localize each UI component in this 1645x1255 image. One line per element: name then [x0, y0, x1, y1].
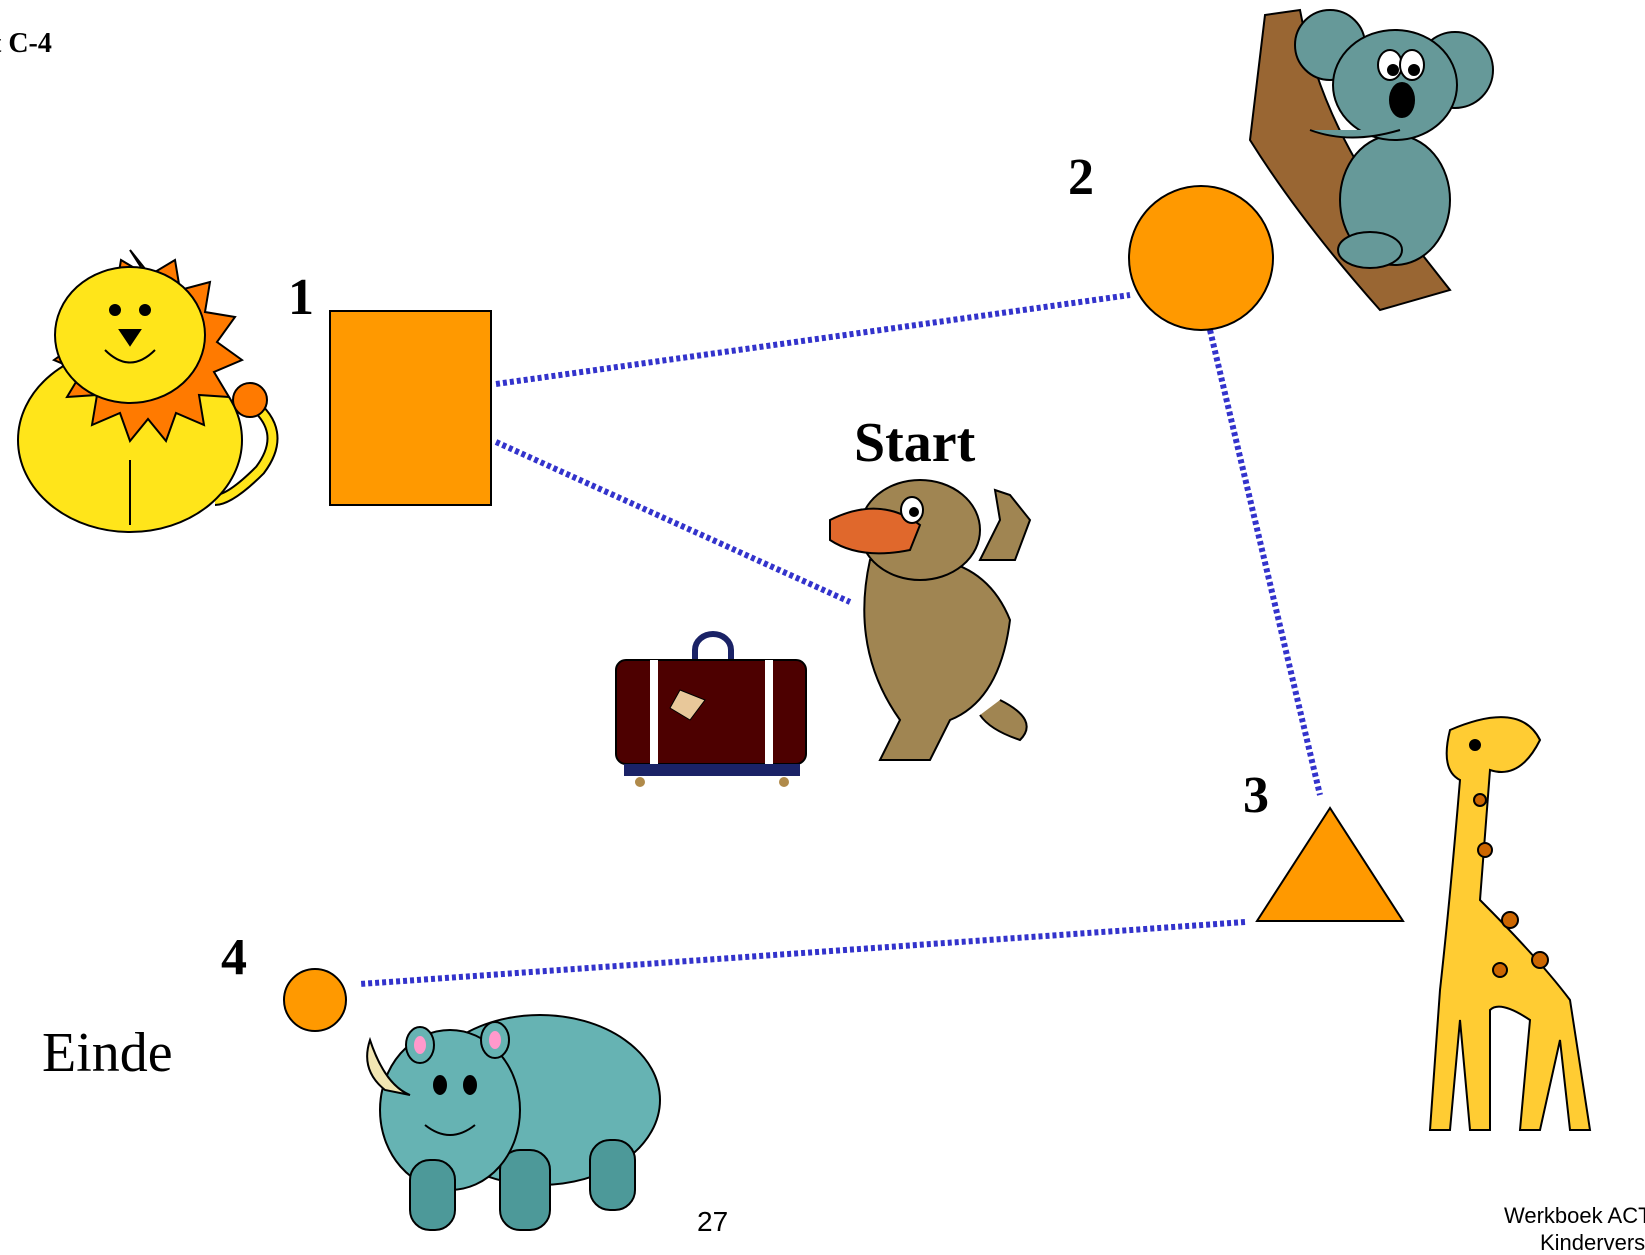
node-1-number: 1 [288, 269, 314, 326]
node-4-number: 4 [221, 929, 247, 986]
koala-illustration [1248, 8, 1494, 312]
rhinoceros-illustration [366, 1014, 661, 1231]
node-1-square [329, 310, 492, 506]
path-segment-1-to-2 [495, 292, 1131, 387]
connection-path [359, 292, 1323, 987]
node-2-number: 2 [1068, 149, 1094, 206]
end-label: Einde [42, 1022, 173, 1084]
sheet-label: t C-4 [0, 28, 52, 59]
path-segment-2-to-3 [1207, 329, 1323, 796]
path-segment-start-to-1 [494, 439, 852, 605]
node-4-small-circle [283, 968, 347, 1032]
workbook-version: Kinderversie [1540, 1230, 1645, 1255]
node-2-circle [1128, 185, 1274, 331]
path-segment-3-to-4 [359, 919, 1246, 987]
lion-illustration [17, 249, 279, 533]
giraffe-illustration [1428, 716, 1592, 1131]
workbook-title: Werkboek ACTP [1504, 1203, 1645, 1228]
page-number: 27 [697, 1206, 729, 1237]
suitcase-illustration [615, 631, 807, 787]
start-label: Start [854, 412, 976, 474]
node-3-triangle [1255, 806, 1405, 922]
platypus-illustration [829, 479, 1032, 761]
node-3-number: 3 [1243, 767, 1269, 824]
